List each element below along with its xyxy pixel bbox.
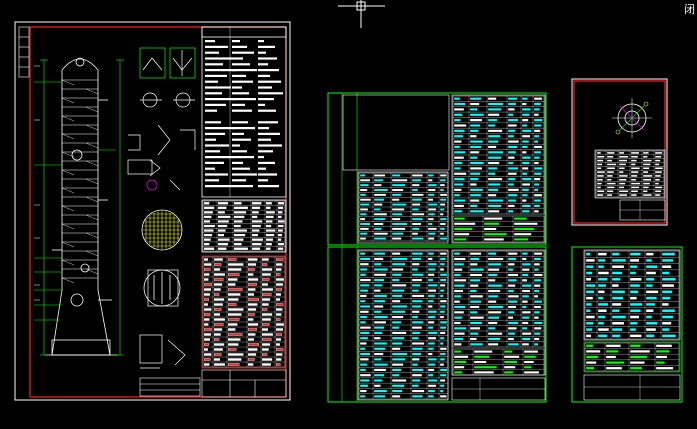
sheet-parts-list-lower[interactable] bbox=[327, 246, 547, 403]
crosshair-cursor-icon bbox=[338, 0, 385, 28]
sheet-small-table[interactable] bbox=[571, 246, 683, 403]
viewport-corner-label: 闭 bbox=[684, 3, 695, 16]
orientation-plan-view bbox=[612, 98, 652, 138]
technical-requirements-block bbox=[201, 26, 287, 198]
column-trays bbox=[61, 79, 99, 284]
sheet-column-assembly[interactable] bbox=[14, 21, 291, 401]
column-vessel bbox=[45, 58, 118, 356]
parts-list-block bbox=[201, 255, 287, 369]
leader-tick-marks bbox=[34, 65, 40, 301]
design-data-table bbox=[201, 199, 287, 253]
tray-grid-plate bbox=[141, 209, 183, 251]
binding-strip bbox=[18, 26, 30, 78]
column-nozzles bbox=[52, 57, 112, 307]
detail-drawings bbox=[127, 47, 196, 369]
sheet-nozzle-orientation[interactable] bbox=[571, 78, 668, 226]
title-block bbox=[139, 369, 287, 398]
sheet-parts-list-upper[interactable] bbox=[327, 92, 547, 246]
support-ring bbox=[143, 269, 181, 307]
dimension-lines bbox=[34, 59, 124, 356]
